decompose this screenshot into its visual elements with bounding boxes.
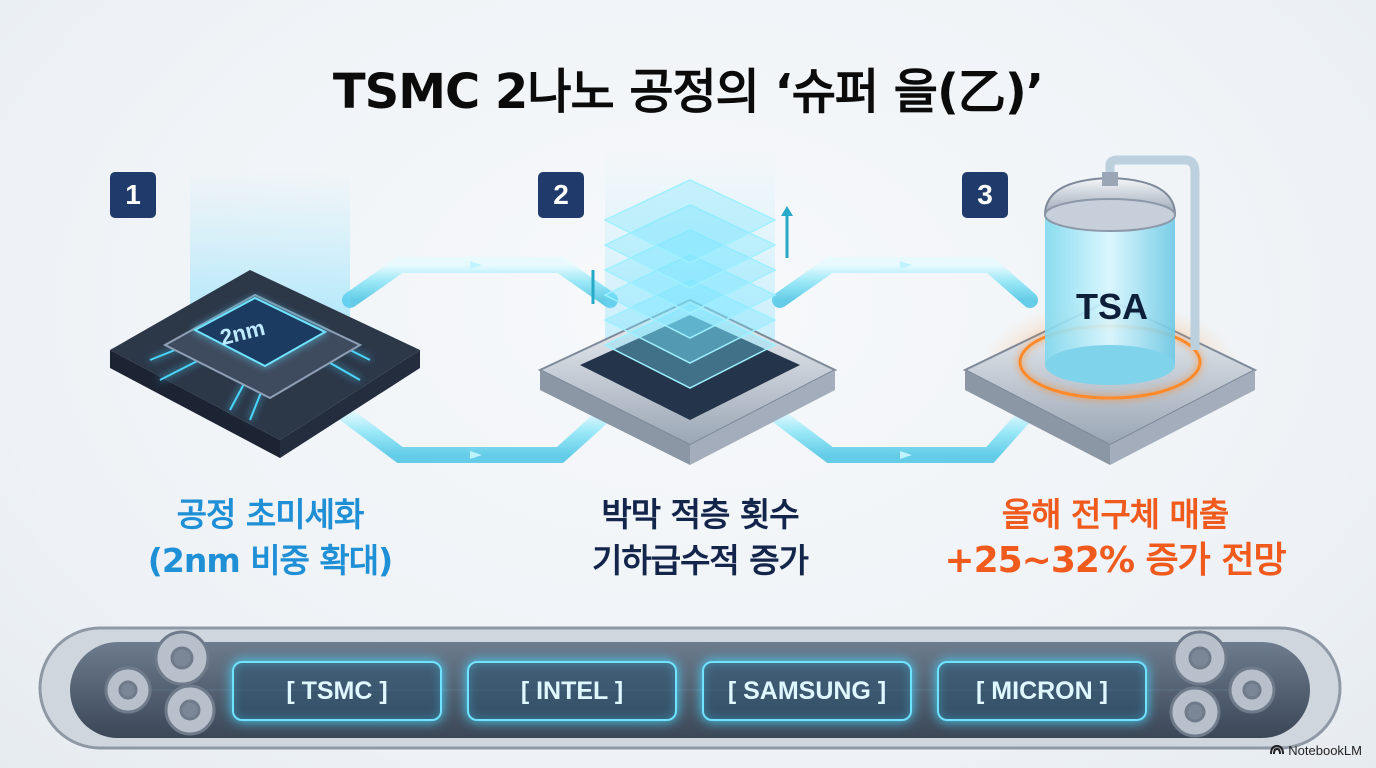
- conveyor-label-samsung: [ SAMSUNG ]: [702, 661, 912, 721]
- step-3-caption-line1: 올해 전구체 매출: [1001, 495, 1230, 534]
- step-1-caption-line1: 공정 초미세화: [176, 495, 365, 534]
- conveyor-label-intel: [ INTEL ]: [467, 661, 677, 721]
- conveyor-label-micron: [ MICRON ]: [937, 661, 1147, 721]
- step-2-caption-line1: 박막 적층 횟수: [601, 495, 799, 534]
- step-3-caption-line2: +25~32% 증가 전망: [944, 540, 1286, 581]
- chip-icon: [110, 170, 420, 458]
- pipe-arrows: [470, 261, 912, 459]
- step-1-badge: 1: [110, 172, 156, 218]
- step-2-caption: 박막 적층 횟수 기하급수적 증가: [530, 492, 870, 584]
- watermark-text: NotebookLM: [1288, 743, 1362, 758]
- step-1-caption-line2: (2nm 비중 확대): [147, 541, 393, 580]
- step-2-badge: 2: [538, 172, 584, 218]
- tank-icon: [962, 155, 1258, 465]
- step-1-caption: 공정 초미세화 (2nm 비중 확대): [100, 492, 440, 584]
- gear-icon: [104, 630, 1276, 738]
- step-3-caption: 올해 전구체 매출 +25~32% 증가 전망: [890, 492, 1340, 584]
- step-2-caption-line2: 기하급수적 증가: [591, 541, 809, 580]
- conveyor-label-tsmc: [ TSMC ]: [232, 661, 442, 721]
- step-3-badge: 3: [962, 172, 1008, 218]
- watermark: NotebookLM: [1270, 743, 1362, 758]
- notebooklm-logo-icon: [1270, 743, 1285, 758]
- tank-label: TSA: [1076, 286, 1148, 327]
- page-title: TSMC 2나노 공정의 ‘슈퍼 을(乙)’: [332, 64, 1044, 120]
- layer-stack-icon: [537, 150, 838, 465]
